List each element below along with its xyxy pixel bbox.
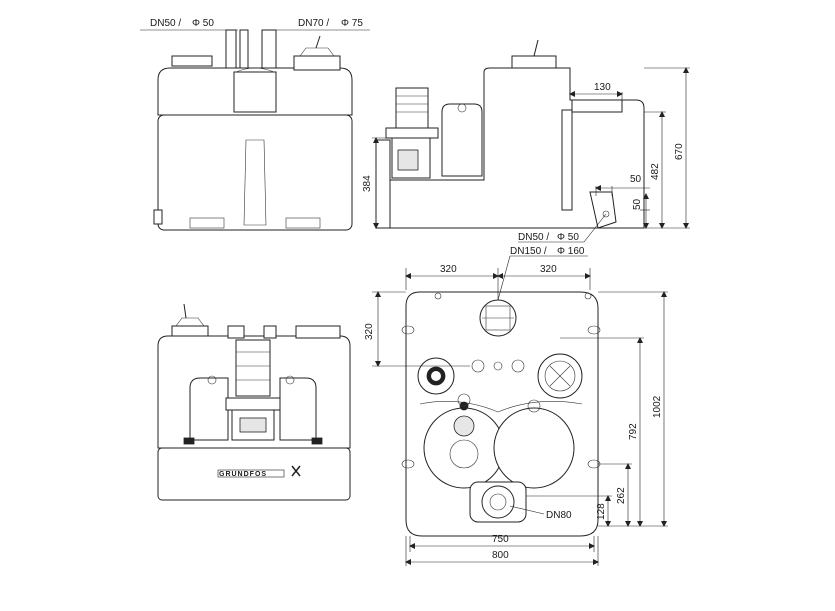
front-tank-lower bbox=[157, 114, 353, 231]
front-inspection-lid bbox=[293, 55, 341, 71]
top-right-chamber bbox=[493, 407, 575, 489]
dim-384: 384 bbox=[362, 175, 373, 192]
outlet-phi: Φ 160 bbox=[557, 246, 585, 257]
outlet-label: DN150 / bbox=[510, 246, 547, 257]
inlet-small-label: DN50 / bbox=[150, 18, 181, 29]
dim-262: 262 bbox=[616, 487, 627, 504]
side-outlet-flange bbox=[589, 191, 617, 229]
dim-800: 800 bbox=[492, 550, 509, 561]
front-small-cap bbox=[171, 55, 213, 67]
rear-view: GRUNDFOS bbox=[157, 303, 351, 501]
inlet-pipe-large bbox=[261, 29, 277, 71]
inlet-large-phi: Φ 75 bbox=[341, 18, 363, 29]
dim-320-left: 320 bbox=[440, 264, 457, 275]
dim-670: 670 bbox=[674, 143, 685, 160]
side-small-tank bbox=[441, 103, 483, 177]
side-outlet-pipe bbox=[561, 109, 573, 211]
vent-phi: Φ 50 bbox=[557, 232, 579, 243]
inlet-pipe-small bbox=[225, 29, 237, 71]
grundfos-logo: GRUNDFOS bbox=[217, 465, 301, 478]
dim-130: 130 bbox=[594, 82, 611, 93]
inlet-large-label: DN70 / bbox=[298, 18, 329, 29]
vent-label: DN50 / bbox=[518, 232, 549, 243]
dim-792: 792 bbox=[628, 423, 639, 440]
side-motor bbox=[395, 87, 429, 129]
dim-320-right: 320 bbox=[540, 264, 557, 275]
inlet-pipe-small-2 bbox=[239, 29, 249, 71]
dim-128: 128 bbox=[596, 503, 607, 520]
dim-320-vertical: 320 bbox=[364, 323, 375, 340]
front-view: DN50 / Φ 50 DN70 / Φ 75 bbox=[140, 18, 370, 231]
brand-logo-text: GRUNDFOS bbox=[219, 471, 267, 478]
dim-1002: 1002 bbox=[652, 395, 663, 418]
rear-motor bbox=[235, 339, 271, 397]
side-view: 130 670 482 384 50 50 bbox=[362, 39, 690, 257]
top-view: 320 320 320 1002 792 262 128 750 800 bbox=[364, 255, 668, 566]
dim-482: 482 bbox=[650, 163, 661, 180]
front-central-dome bbox=[233, 71, 277, 113]
side-top-lid bbox=[511, 55, 557, 69]
front-side-port bbox=[153, 209, 163, 225]
dim-50-vertical: 50 bbox=[632, 198, 643, 210]
dim-750: 750 bbox=[492, 534, 509, 545]
front-vent-stem bbox=[315, 35, 321, 49]
dim-50-horizontal: 50 bbox=[630, 174, 642, 185]
inlet-small-phi: Φ 50 bbox=[192, 18, 214, 29]
discharge-label: DN80 bbox=[546, 510, 572, 521]
